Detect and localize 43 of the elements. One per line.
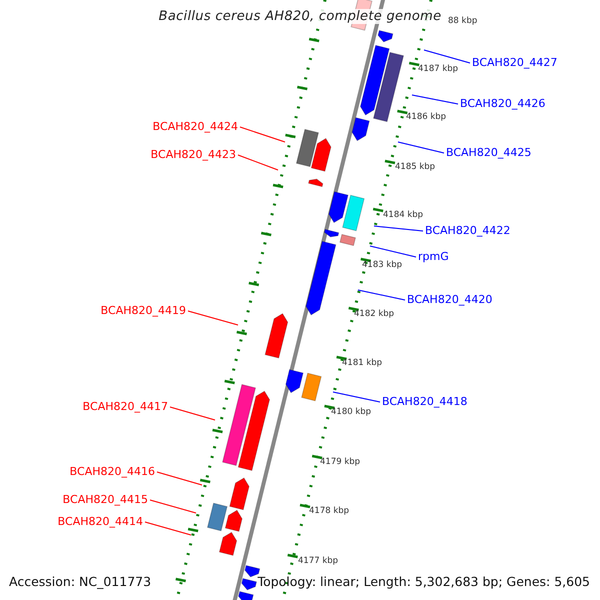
genome-stats-text: Topology: linear; Length: 5,302,683 bp; Genes: 5,605 [258,574,590,589]
leader-line [358,290,406,300]
gene-label: BCAH820_4416 [70,465,155,478]
tick-label: 4181 kbp [342,358,382,368]
tick-label: 4184 kbp [383,210,424,220]
gene-label: BCAH820_4422 [425,224,510,237]
leader-line [150,500,196,514]
tick-label: 4180 kbp [331,407,372,417]
leader-line [332,392,380,402]
gene-label: BCAH820_4415 [62,493,148,506]
gene-label: BCAH820_4424 [152,120,238,133]
leader-line [424,50,470,64]
leader-line [238,154,278,170]
gene-label: BCAH820_4423 [150,148,236,161]
gene-label: BCAH820_4420 [407,293,492,306]
leader-line [170,406,216,420]
tick-label: 4187 kbp [418,64,458,74]
tick-label: 4185 kbp [395,162,436,172]
leader-line [144,522,192,536]
gene-label: BCAH820_4418 [382,395,468,408]
title: Bacillus cereus AH820, complete genome [156,9,444,24]
leader-line [240,126,286,142]
tick-label: 88 kbp [448,16,478,26]
gene-label: BCAH820_4417 [82,400,168,413]
tick-label: 4186 kbp [406,112,446,122]
tick-label: 4177 kbp [298,556,338,566]
gene-label: BCAH820_4427 [472,56,558,69]
tick-label: 4182 kbp [354,309,394,319]
gene-label: BCAH820_4425 [446,146,532,159]
tick-label: 4183 kbp [362,260,402,270]
leader-line [156,472,202,486]
leader-line [374,226,424,232]
leader-line [398,142,444,154]
leader-line [412,94,458,104]
gene-label: BCAH820_4426 [460,97,546,110]
tick-label: 4178 kbp [309,506,350,516]
gene-label: BCAH820_4419 [100,304,186,317]
tick-label: 4179 kbp [320,457,360,467]
gene-label: rpmG [418,250,449,263]
leader-line [370,246,416,258]
gene-label: BCAH820_4414 [58,515,143,528]
accession-text: Accession: NC_011773 [9,574,152,589]
leader-line [188,310,238,326]
